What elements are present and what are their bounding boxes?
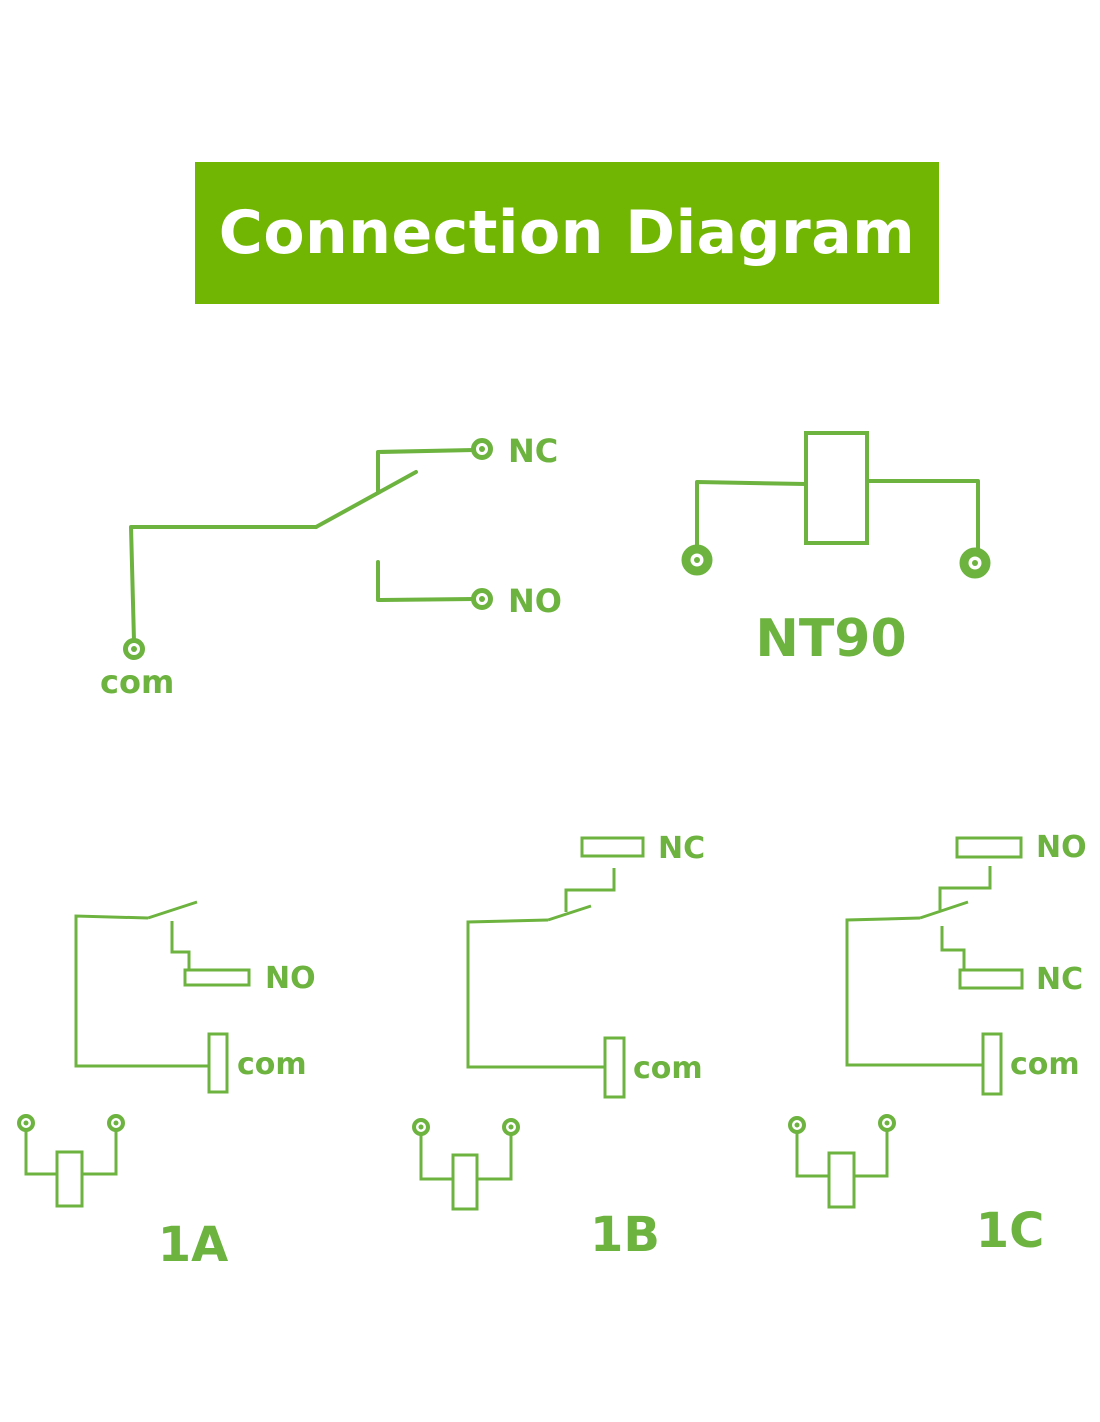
1c-coil-left-terminal [788,1116,806,1134]
nc-terminal [471,438,493,460]
1a-coil-left-terminal [17,1114,35,1132]
1b-nc-contact [580,836,645,858]
switch-blade [314,470,418,529]
variant-1c: NO NC com 1C [788,830,1087,1259]
1b-circuit-wire [466,918,605,1069]
1a-no-wire [170,921,191,970]
variant-1b: NC com 1B [412,831,705,1263]
1c-coil-wire [795,1126,889,1178]
1c-circuit-wire [845,916,983,1067]
1a-com-label: com [237,1047,307,1082]
1b-com-label: com [633,1051,703,1086]
no-contact-wire [376,560,476,602]
1c-com-contact [981,1032,1003,1096]
1c-coil-right-terminal [878,1114,896,1132]
1c-coil-body [827,1151,856,1209]
1a-coil-body [55,1150,84,1208]
1b-nc-wire [564,868,616,912]
coil-symbol: NT90 [681,431,991,669]
1b-coil-right-terminal [502,1118,520,1136]
1b-switch-blade [547,904,592,922]
1a-no-label: NO [265,961,316,996]
no-terminal [471,588,493,610]
nc-label: NC [508,432,558,470]
1b-coil-left-terminal [412,1118,430,1136]
1c-nc-label: NC [1036,962,1083,997]
1c-switch-blade [919,900,969,920]
1b-coil-body [451,1153,479,1211]
1a-coil-wire [24,1125,118,1176]
nc-contact-wire [376,448,476,494]
1b-variant-label: 1B [590,1207,660,1263]
coil-right-wire [865,479,980,558]
no-label: NO [508,582,562,620]
1a-switch-blade [147,900,198,920]
model-label: NT90 [755,609,906,669]
1c-no-label: NO [1036,830,1087,865]
coil-left-wire [695,480,808,555]
diagram-title: Connection Diagram [218,198,916,268]
coil-left-terminal [681,544,713,576]
1c-nc-wire [940,926,966,970]
com-label: com [100,663,174,701]
spdt-switch-symbol: NC NO com [100,432,562,701]
1c-no-wire [938,866,992,910]
1c-variant-label: 1C [976,1203,1045,1259]
variant-1a: NO com 1A [17,900,316,1273]
1a-no-contact [183,968,251,987]
1a-com-contact [207,1032,229,1094]
1b-com-contact [603,1036,626,1099]
coil-right-terminal [959,547,991,579]
com-wire [129,525,318,643]
1c-nc-contact [958,968,1024,990]
1a-coil-right-terminal [107,1114,125,1132]
1c-com-label: com [1010,1047,1080,1082]
1b-nc-label: NC [658,831,705,866]
com-terminal [123,638,145,660]
1a-variant-label: 1A [158,1217,229,1273]
title-banner: Connection Diagram [195,162,939,304]
1c-no-contact [955,836,1023,859]
coil-body [804,431,869,545]
1b-coil-wire [419,1128,513,1181]
1a-circuit-wire [74,914,209,1068]
